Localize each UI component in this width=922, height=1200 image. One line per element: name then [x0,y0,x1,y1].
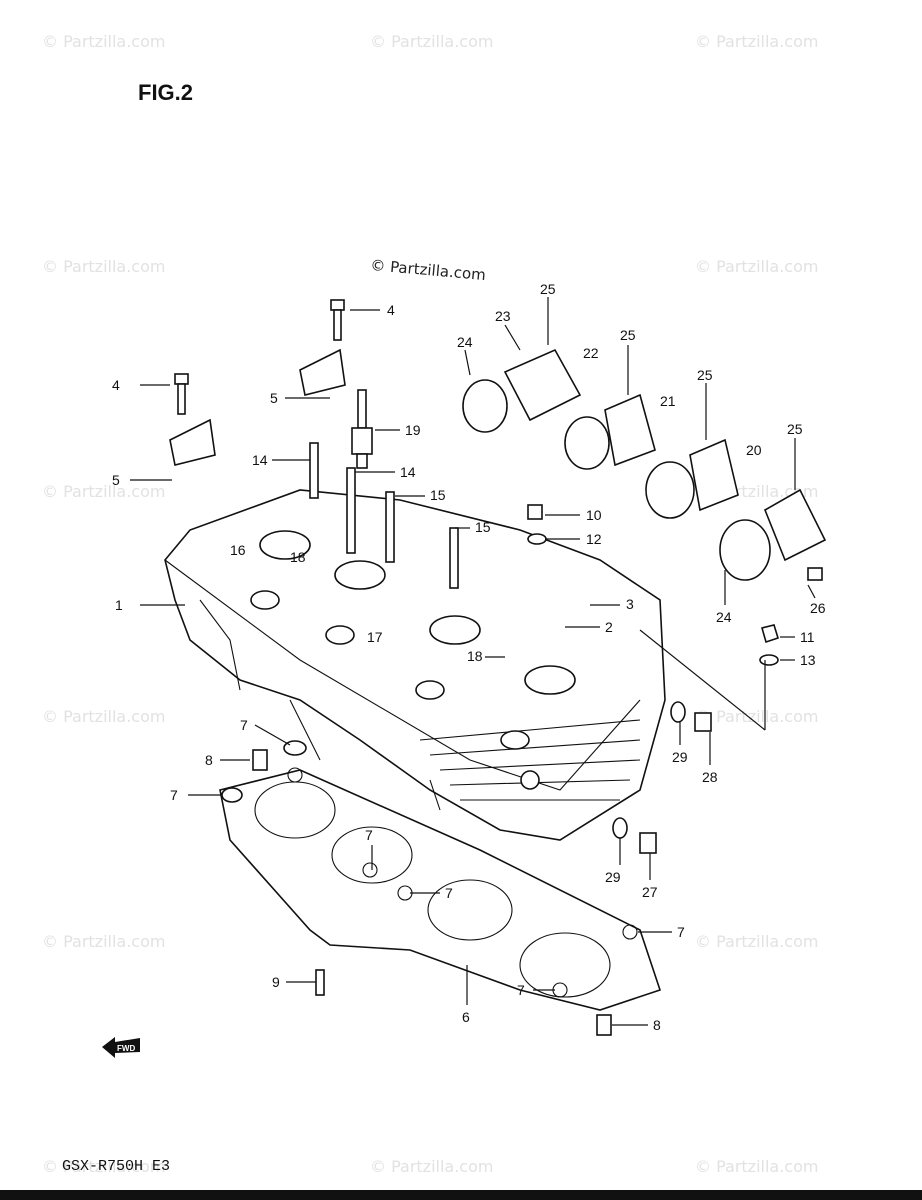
callout-19: 19 [405,422,421,438]
callout-5: 5 [112,472,120,488]
callout-28: 28 [702,769,718,785]
callout-17: 17 [367,629,383,645]
watermark: © Partzilla.com [42,257,165,276]
callout-22: 22 [583,345,599,361]
callout-16: 16 [230,542,246,558]
studs [309,442,459,589]
watermark: © Partzilla.com [370,1157,493,1176]
callout-20: 20 [746,442,762,458]
callout-7: 7 [365,827,373,843]
watermark: © Partzilla.com [42,32,165,51]
callout-4: 4 [112,377,120,393]
callout-7: 7 [170,787,178,803]
callout-6: 6 [462,1009,470,1025]
watermark: © Partzilla.com [42,482,165,501]
callout-8: 8 [653,1017,661,1033]
watermark: © Partzilla.com [42,707,165,726]
callout-7: 7 [517,982,525,998]
callout-14: 14 [252,452,268,468]
watermark: © Partzilla.com [370,32,493,51]
callout-25: 25 [697,367,713,383]
bottom-border [0,1190,922,1200]
callout-18: 18 [467,648,483,664]
callout-4: 4 [387,302,395,318]
spark-plug [351,389,373,469]
callout-15: 15 [430,487,446,503]
model-code: GSX-R750H E3 [62,1158,170,1175]
watermark: © Partzilla.com [42,932,165,951]
callout-27: 27 [642,884,658,900]
forward-arrow-icon: FWD [102,1037,140,1058]
watermark: © Partzilla.com [695,257,818,276]
callout-1: 1 [115,597,123,613]
callout-3: 3 [626,596,634,612]
callouts: 4 4 5 5 19 14 14 15 15 16 18 18 17 10 12… [112,281,826,1033]
callout-9: 9 [272,974,280,990]
callout-7: 7 [240,717,248,733]
callout-11: 11 [800,629,815,645]
watermark: © Partzilla.com [695,32,818,51]
watermark-center: © Partzilla.com [370,256,487,284]
callout-25: 25 [787,421,803,437]
callout-2: 2 [605,619,613,635]
intake-pipes [462,348,827,581]
head-gasket [219,767,662,1011]
callout-26: 26 [810,600,826,616]
figure-title: FIG.2 [138,80,193,105]
callout-12: 12 [586,531,602,547]
watermark: © Partzilla.com [42,1157,165,1176]
watermark: © Partzilla.com [695,707,818,726]
watermark: © Partzilla.com [695,1157,818,1176]
callout-23: 23 [495,308,511,324]
callout-25: 25 [540,281,556,297]
callout-10: 10 [586,507,602,523]
callout-24: 24 [457,334,473,350]
callout-7: 7 [445,885,453,901]
callout-18: 18 [290,549,306,565]
callout-14: 14 [400,464,416,480]
callout-13: 13 [800,652,816,668]
watermark: © Partzilla.com [695,932,818,951]
callout-24: 24 [716,609,732,625]
callout-5: 5 [270,390,278,406]
callout-15: 15 [475,519,491,535]
callout-7: 7 [677,924,685,940]
callout-21: 21 [660,393,676,409]
fwd-label: FWD [117,1044,135,1053]
callout-29: 29 [672,749,688,765]
callout-29: 29 [605,869,621,885]
cylinder-head [164,489,666,841]
callout-25: 25 [620,327,636,343]
cam-caps [169,299,346,466]
leader-lines [130,297,816,1026]
callout-8: 8 [205,752,213,768]
